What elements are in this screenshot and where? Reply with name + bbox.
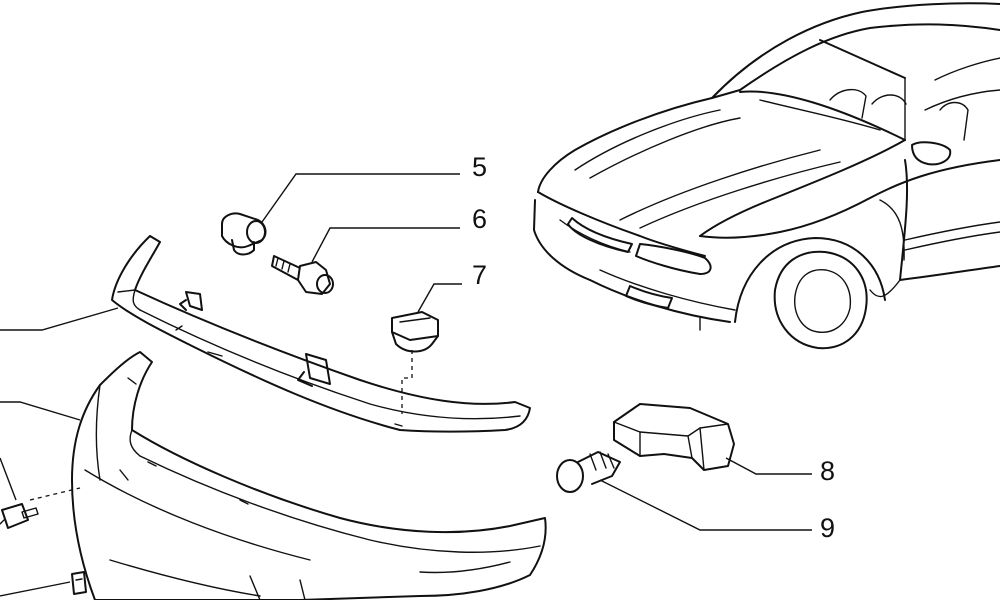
callout-8-leader bbox=[725, 457, 812, 475]
part-9-pushpin bbox=[556, 451, 621, 493]
part-7-clip bbox=[391, 311, 439, 353]
bolt-leader-line bbox=[0, 457, 17, 501]
callout-6: 6 bbox=[472, 204, 487, 234]
beam-leader-line bbox=[0, 307, 119, 331]
cover-dash-line bbox=[29, 487, 81, 501]
callout-5-leader bbox=[261, 173, 460, 223]
part-5-bushing bbox=[221, 212, 267, 256]
bumper-beam bbox=[111, 235, 531, 433]
callout-7-leader bbox=[417, 283, 462, 313]
callout-8: 8 bbox=[820, 456, 835, 486]
clip-leader-line bbox=[0, 581, 71, 597]
callout-9: 9 bbox=[820, 513, 835, 543]
cover-leader-line bbox=[0, 401, 81, 421]
callout-9-leader bbox=[599, 479, 812, 531]
car-illustration bbox=[533, 2, 1000, 350]
callout-7-dash bbox=[401, 350, 413, 414]
bolt-left bbox=[0, 503, 39, 529]
clip-bottom-left bbox=[71, 571, 87, 595]
part-8-housing bbox=[613, 403, 735, 471]
callout-5: 5 bbox=[472, 152, 487, 182]
part-6-bolt bbox=[271, 255, 334, 295]
callout-7: 7 bbox=[472, 260, 487, 290]
callout-6-leader bbox=[311, 227, 460, 263]
bumper-cover bbox=[71, 351, 547, 600]
